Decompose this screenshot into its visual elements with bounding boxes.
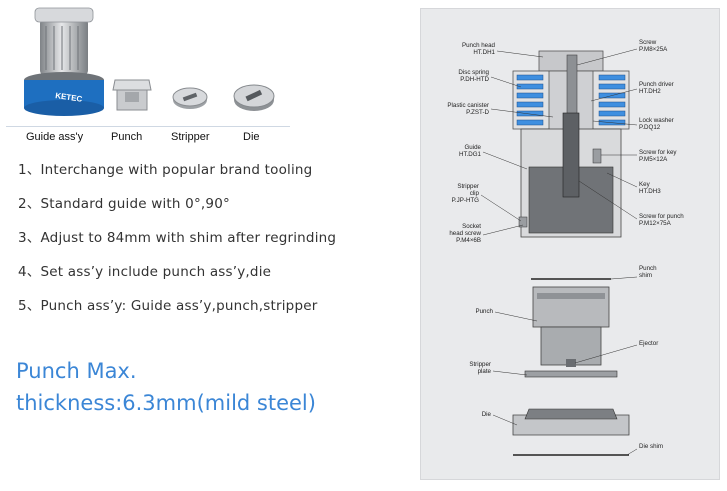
feature-item: 4、Set ass’y include punch ass’y,die [18,264,272,280]
label-die: Die [481,411,491,418]
product-images: KETEC [24,7,275,116]
guide-brand-label: KETEC [55,91,83,104]
thickness-note: Punch Max. thickness:6.3mm(mild steel) [16,355,316,419]
punch-image [112,79,152,111]
label-ejector: Ejector [639,340,659,347]
feature-item: 2、Standard guide with 0°,90° [18,196,230,212]
punch-part [532,286,610,367]
diagram-drawing [480,48,638,456]
die-caption: Die [243,131,260,143]
punch-caption: Punch [111,131,143,143]
stripper-image [172,87,208,109]
caption-divider [6,126,290,127]
feature-item: 1、Interchange with popular brand tooling [18,162,313,178]
die-part [512,408,630,436]
upper-assembly [512,50,630,238]
feature-item: 5、Punch ass’y: Guide ass’y,punch,strippe… [18,298,318,314]
label-die-shim: Die shim [639,443,664,450]
leader-lines [480,48,638,456]
guide-caption: Guide ass'y [26,131,84,143]
stripper-caption: Stripper [171,131,210,143]
thickness-line-1: Punch Max. [16,359,137,383]
label-punch: Punch [475,308,493,315]
stripper-plate-part [524,370,618,378]
feature-item: 3、Adjust to 84mm with shim after regrind… [18,230,337,246]
die-image [233,84,275,111]
thickness-line-2: thickness:6.3mm(mild steel) [16,391,316,415]
product-photos: KETEC Guide ass'y Punch [0,0,300,150]
guide-assembly-image: KETEC [24,7,104,116]
